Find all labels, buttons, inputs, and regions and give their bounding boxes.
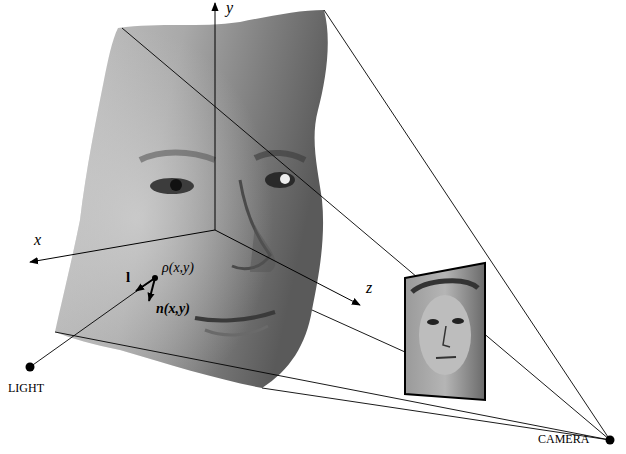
projection-lines <box>55 10 610 440</box>
image-plane <box>405 263 485 400</box>
brow <box>255 153 305 160</box>
source-label: CAMERA <box>538 433 589 445</box>
axes <box>30 3 360 305</box>
eye-glint <box>280 174 290 184</box>
eye <box>265 172 295 188</box>
face-highlight <box>55 10 328 388</box>
source-label: LIGHT <box>8 382 44 394</box>
eye <box>150 178 194 194</box>
axis-label: x <box>34 232 41 248</box>
axis-label: y <box>226 0 233 16</box>
nose-shadow <box>250 225 275 272</box>
camera-center <box>606 436 615 445</box>
pupil <box>170 179 182 191</box>
mouth <box>195 312 275 320</box>
lip <box>205 326 268 335</box>
light-vector-label: l <box>126 270 130 285</box>
albedo-label: ρ(x,y) <box>162 261 194 275</box>
brow <box>140 153 215 161</box>
light-source <box>26 363 35 372</box>
normal-vector <box>149 278 155 301</box>
normal-label: n(x,y) <box>156 302 190 316</box>
axis-label: z <box>366 280 372 296</box>
light-ray <box>30 278 155 367</box>
face-surface <box>55 10 328 388</box>
